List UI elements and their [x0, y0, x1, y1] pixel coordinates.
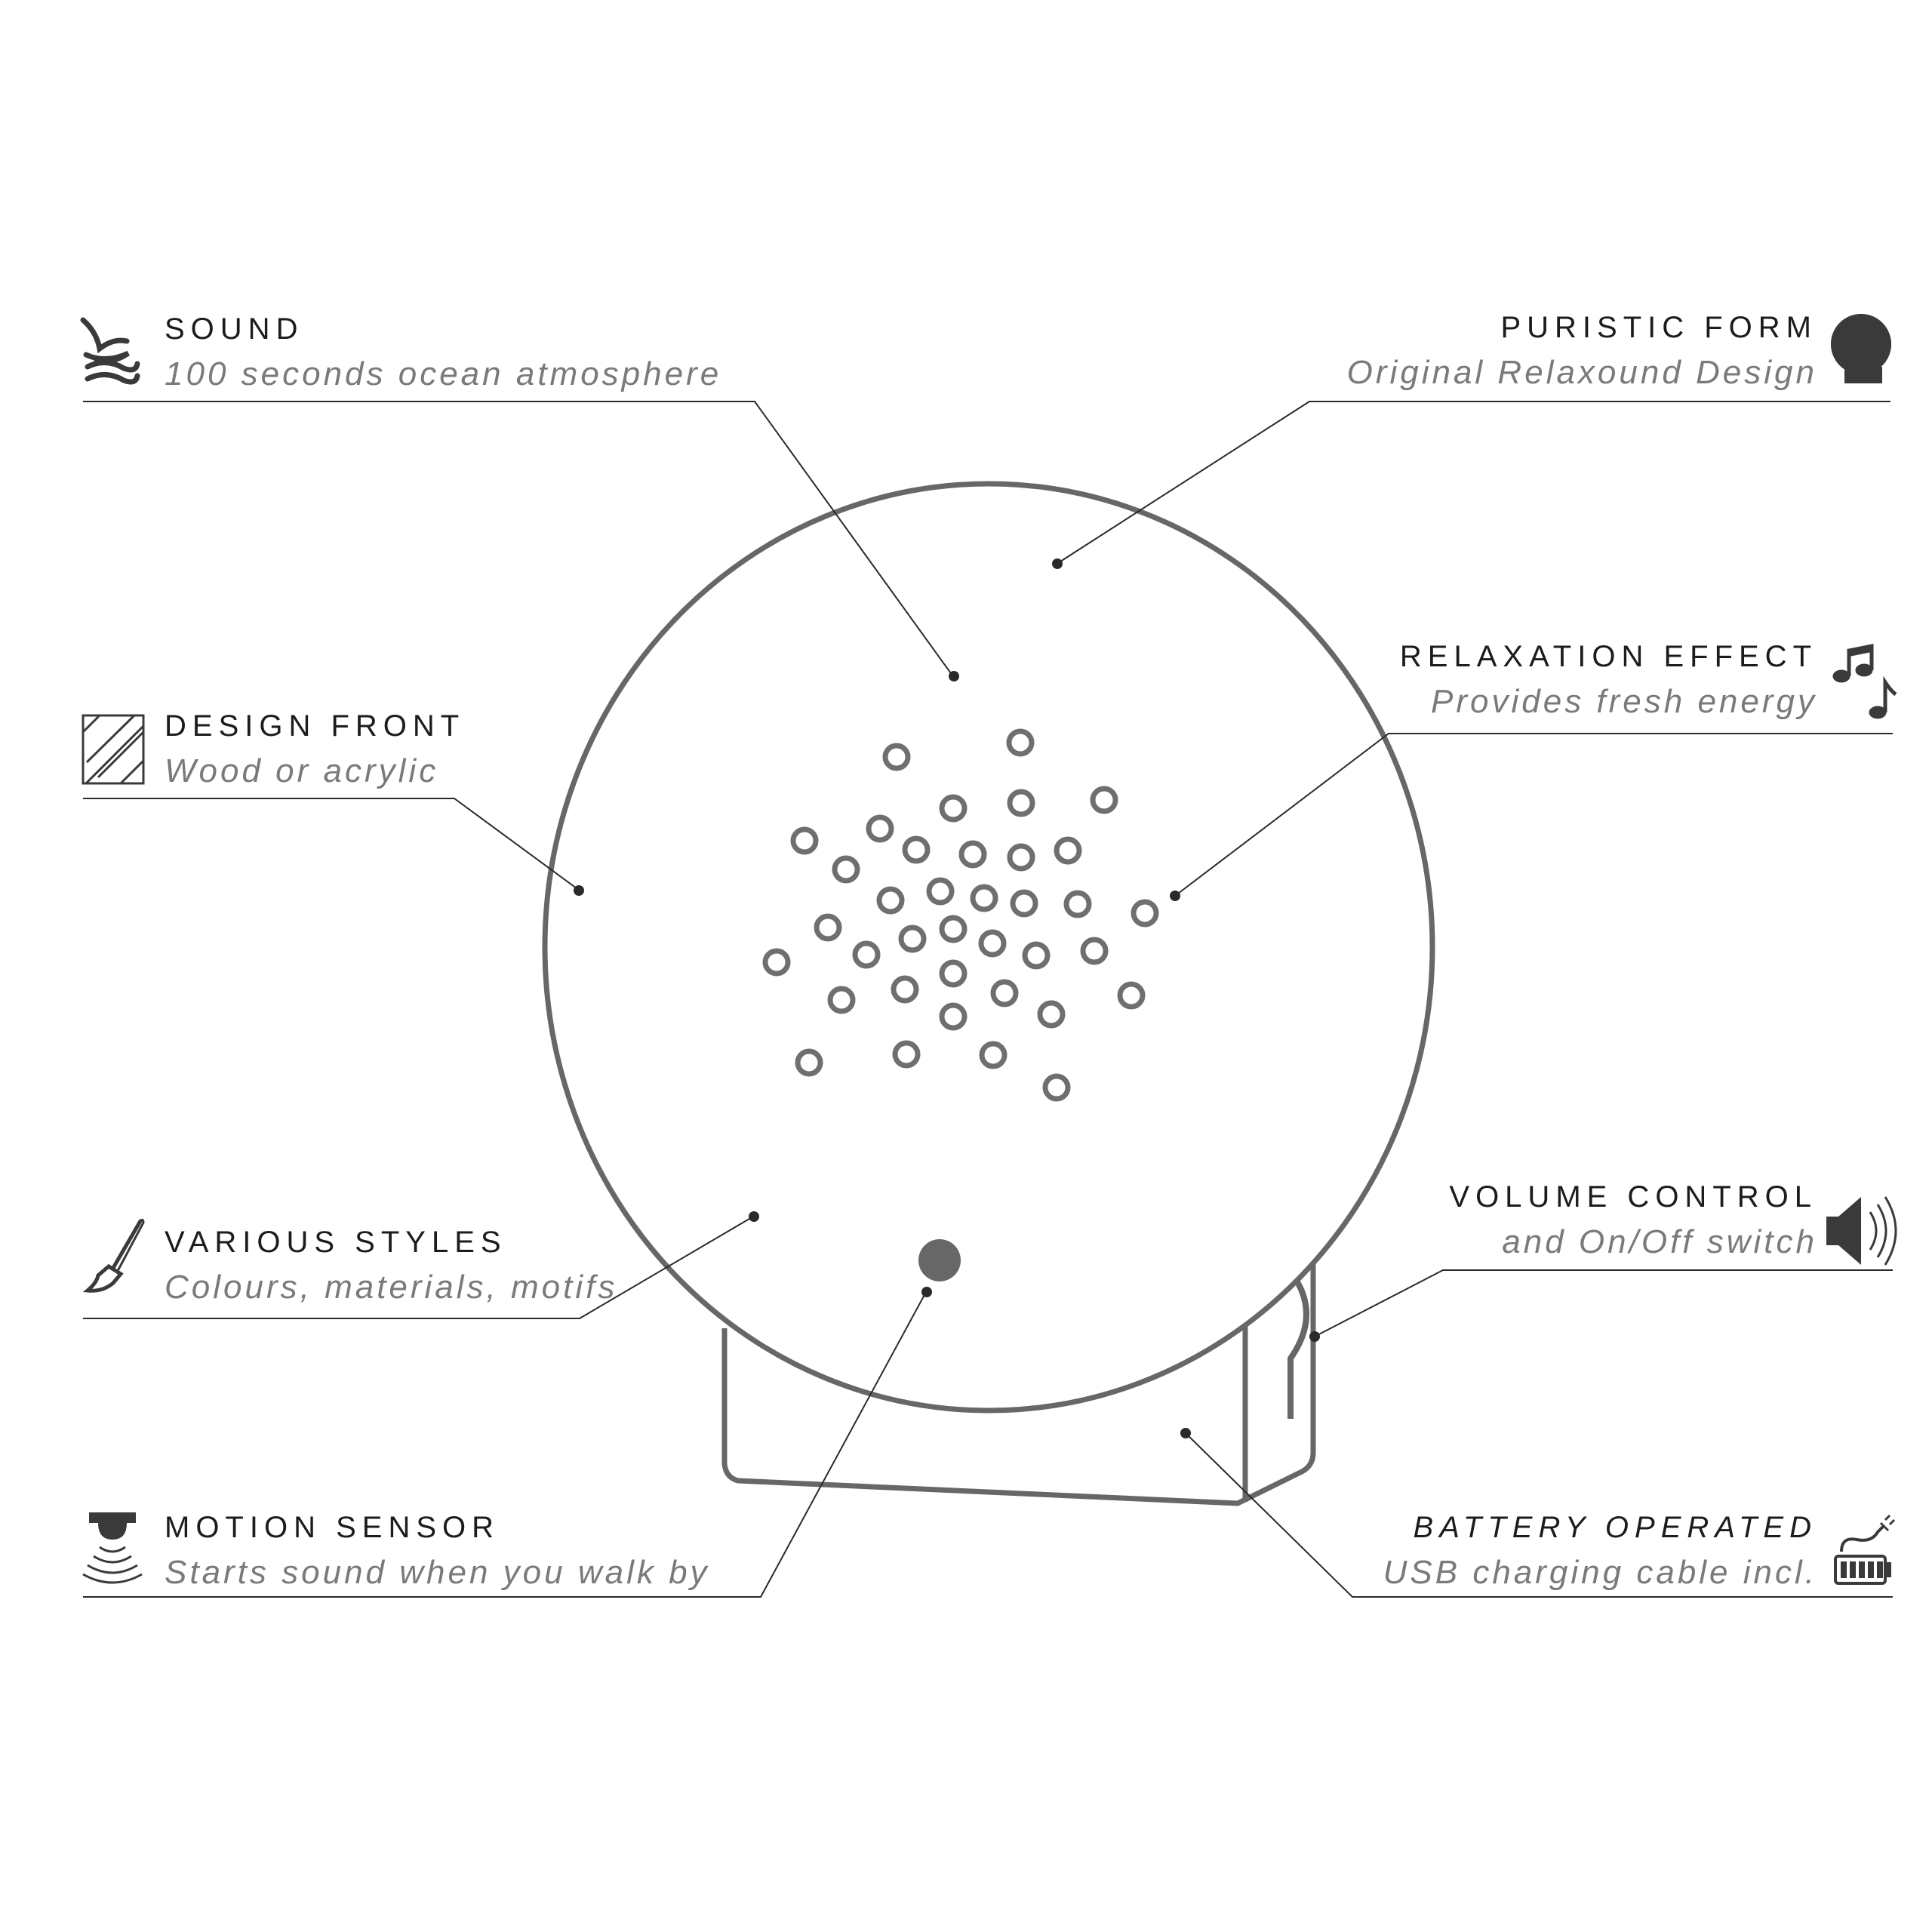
feature-battery-operated-title: BATTERY OPERATED	[1413, 1511, 1817, 1544]
speaker-hole	[926, 877, 955, 906]
leader-dots	[574, 558, 1320, 1438]
speaker-hole	[814, 913, 842, 942]
feature-motion-sensor-title: MOTION SENSOR	[165, 1511, 500, 1544]
feature-battery-operated-subtitle: USB charging cable incl.	[1383, 1554, 1817, 1591]
speaker-icon	[1826, 1196, 1897, 1266]
leader-styles	[83, 1216, 754, 1319]
speaker-hole	[852, 940, 881, 969]
feature-sound-title: SOUND	[165, 312, 304, 346]
leader-sound	[83, 401, 953, 676]
speaker-hole	[1010, 889, 1038, 918]
speaker-hole	[1063, 890, 1092, 918]
device-front-circle	[542, 481, 1435, 1414]
feature-design-front-subtitle: Wood or acrylic	[165, 752, 439, 789]
speaker-hole	[958, 840, 987, 869]
dot-puristic	[1052, 558, 1063, 569]
speaker-hole	[1037, 1000, 1066, 1029]
dot-design-front	[574, 885, 584, 896]
feature-design-front-title: DESIGN FRONT	[165, 709, 466, 743]
speaker-hole	[891, 975, 919, 1004]
feature-battery-operated: BATTERY OPERATED USB charging cable incl…	[987, 1505, 1817, 1595]
dot-relaxation	[1170, 891, 1180, 901]
leader-lines	[83, 401, 1893, 1598]
feature-puristic-form-title: PURISTIC FORM	[1500, 311, 1817, 344]
speaker-hole	[979, 1041, 1008, 1069]
speaker-hole	[990, 979, 1019, 1008]
feature-volume-control-subtitle: and On/Off switch	[1502, 1223, 1817, 1260]
feature-relaxation-effect-title: RELAXATION EFFECT	[1399, 640, 1817, 673]
speaker-hole	[939, 959, 968, 988]
feature-puristic-form-subtitle: Original Relaxound Design	[1346, 354, 1817, 391]
speaker-hole	[1007, 789, 1035, 817]
leader-motion	[83, 1291, 927, 1598]
speaker-hole	[832, 855, 860, 884]
dot-motion	[921, 1287, 932, 1297]
motion-sensor-icon	[82, 1512, 143, 1584]
leader-volume	[1312, 1269, 1893, 1338]
speaker-hole	[790, 826, 819, 855]
leader-relaxation	[1174, 733, 1893, 897]
speaker-hole	[882, 743, 911, 771]
speaker-holes	[762, 728, 1159, 1102]
speaker-hole	[866, 814, 894, 843]
dot-battery	[1180, 1428, 1191, 1438]
speaker-hole	[762, 948, 791, 977]
speaker-hole	[1054, 836, 1082, 865]
speaker-hole	[795, 1048, 823, 1077]
glass-panel-icon	[82, 714, 145, 785]
feature-volume-control-title: VOLUME CONTROL	[1449, 1180, 1817, 1214]
feature-various-styles: VARIOUS STYLES Colours, materials, motif…	[165, 1220, 995, 1310]
speaker-hole	[939, 1002, 968, 1031]
music-notes-icon	[1832, 643, 1897, 719]
feature-motion-sensor-subtitle: Starts sound when you walk by	[165, 1554, 710, 1591]
speaker-hole	[876, 886, 905, 915]
leader-design-front	[83, 798, 580, 891]
speaker-hole	[898, 924, 927, 953]
speaker-hole	[892, 1040, 921, 1069]
leader-puristic	[1057, 401, 1890, 564]
speaker-hole	[1117, 981, 1146, 1010]
feature-puristic-form: PURISTIC FORM Original Relaxound Design	[987, 305, 1817, 395]
feature-relaxation-effect-subtitle: Provides fresh energy	[1431, 683, 1817, 720]
feature-sound-subtitle: 100 seconds ocean atmosphere	[165, 355, 722, 392]
speaker-hole	[1090, 786, 1118, 814]
speaker-hole	[1007, 843, 1035, 872]
speaker-hole	[978, 929, 1007, 958]
motion-sensor-dot	[918, 1239, 961, 1281]
speaker-hole	[827, 986, 856, 1014]
speaker-hole	[939, 915, 968, 943]
dot-sound	[949, 671, 959, 681]
battery-usb-icon	[1834, 1514, 1896, 1585]
dot-volume	[1309, 1331, 1320, 1342]
speaker-hole	[1131, 899, 1159, 928]
feature-relaxation-effect: RELAXATION EFFECT Provides fresh energy	[987, 634, 1817, 724]
feature-sound: SOUND 100 seconds ocean atmosphere	[165, 306, 995, 397]
feature-motion-sensor: MOTION SENSOR Starts sound when you walk…	[165, 1505, 995, 1595]
feature-various-styles-title: VARIOUS STYLES	[165, 1226, 507, 1259]
feature-design-front: DESIGN FRONT Wood or acrylic	[165, 703, 995, 794]
round-device-icon	[1831, 314, 1891, 383]
speaker-hole	[939, 794, 968, 823]
speaker-hole	[970, 884, 998, 912]
speaker-hole	[1042, 1073, 1071, 1102]
speaker-hole	[1022, 941, 1051, 970]
dot-styles	[749, 1211, 759, 1222]
paintbrush-icon	[82, 1218, 145, 1293]
feature-volume-control: VOLUME CONTROL and On/Off switch	[987, 1174, 1817, 1265]
feature-various-styles-subtitle: Colours, materials, motifs	[165, 1269, 618, 1306]
ocean-wave-bird-icon	[80, 317, 140, 385]
speaker-hole	[902, 835, 931, 864]
speaker-hole	[1080, 937, 1109, 965]
speaker-hole	[1006, 728, 1035, 757]
leader-battery	[1186, 1433, 1893, 1598]
